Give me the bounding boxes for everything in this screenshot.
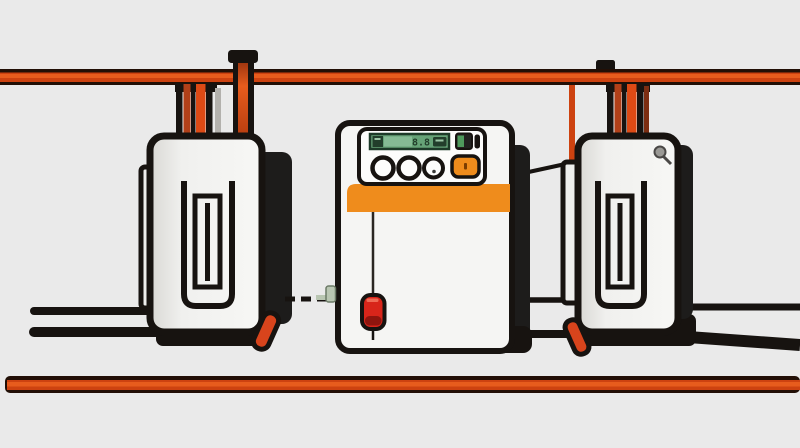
connector-foot xyxy=(316,295,330,300)
dashed-hose xyxy=(285,285,337,303)
riser-orange-4 xyxy=(627,84,637,144)
control-panel: 8.8 xyxy=(357,127,487,186)
battery-icon xyxy=(433,137,447,147)
riser-dark-4 xyxy=(607,84,614,144)
right-cell-outline xyxy=(595,181,647,309)
right-orange-leg xyxy=(562,317,592,357)
handle-highlight xyxy=(366,298,379,302)
right-riser-cluster xyxy=(606,83,650,144)
riser-dark-5 xyxy=(622,84,627,144)
riser-dark-1 xyxy=(176,84,183,144)
top-pipeline xyxy=(0,50,800,166)
lcd-mode-icon xyxy=(372,136,383,147)
thin-riser-pipe xyxy=(569,78,575,166)
riser-dark-3 xyxy=(206,84,213,144)
riser-gray xyxy=(215,88,221,144)
right-leg-capsule xyxy=(562,317,592,357)
right-cabinet-body xyxy=(574,132,682,336)
storage-cabinet-right xyxy=(560,132,696,357)
knob-3-mark xyxy=(432,169,436,174)
riser-orange-1 xyxy=(183,84,191,144)
left-orange-leg xyxy=(250,310,282,352)
status-icon-green xyxy=(457,135,464,147)
central-control-unit: 8.8 xyxy=(335,120,532,354)
stand-pipe-cap xyxy=(228,50,258,63)
stand-pipe-core xyxy=(238,56,248,142)
pull-handle xyxy=(360,293,387,340)
knob-1 xyxy=(370,155,396,181)
bottom-pipe-highlight xyxy=(7,382,800,387)
left-cell-inner xyxy=(192,193,223,290)
machine-accent-band xyxy=(347,184,510,212)
storage-cabinet-left xyxy=(138,132,292,352)
left-leg-capsule xyxy=(250,310,282,352)
left-riser-cluster xyxy=(175,83,221,144)
lcd-glow xyxy=(384,136,412,147)
lcd-value: 8.8 xyxy=(412,138,430,149)
switch-bar-icon xyxy=(474,134,480,149)
riser-orange-3 xyxy=(614,84,622,144)
riser-dark-6 xyxy=(637,84,644,144)
riser-dark-2 xyxy=(191,84,196,144)
lcd-mode-mark xyxy=(374,138,381,140)
riser-orange-2 xyxy=(196,84,206,144)
right-cell-inner xyxy=(605,193,635,290)
top-pipe-highlight xyxy=(0,74,800,78)
battery-mark xyxy=(435,139,444,142)
capped-stand-pipe xyxy=(228,50,258,142)
connector-green xyxy=(325,285,337,303)
handle-shadow xyxy=(365,316,382,326)
power-button-mark xyxy=(464,163,467,170)
knob-2 xyxy=(396,155,422,181)
knob-3 xyxy=(422,156,445,180)
riser-shadow xyxy=(644,86,649,144)
screw-icon xyxy=(653,145,667,159)
left-cell-outline xyxy=(181,181,235,309)
screw-tail xyxy=(661,154,673,166)
bottom-pipeline xyxy=(5,376,800,393)
